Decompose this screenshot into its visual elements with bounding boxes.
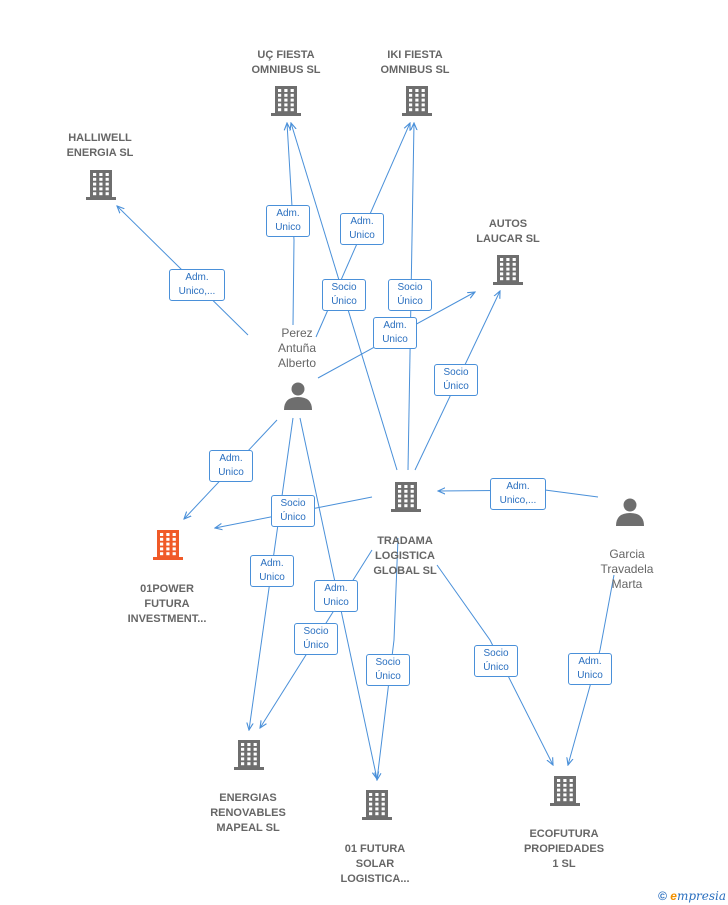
edge-label-perez-to-solar[interactable]: Adm. Unico — [314, 580, 358, 612]
edge-garcia-to-ecofutura — [568, 574, 615, 765]
building-icon-uc[interactable] — [271, 86, 301, 116]
node-label-tradama[interactable]: TRADAMA LOGISTICA GLOBAL SL — [373, 534, 437, 577]
person-icon-perez[interactable] — [284, 382, 312, 411]
node-label-autos[interactable]: AUTOS LAUCAR SL — [476, 218, 540, 245]
edge-label-perez-to-power[interactable]: Adm. Unico — [209, 450, 253, 482]
edge-label-tradama-to-autos[interactable]: Socio Único — [434, 364, 478, 396]
edge-label-garcia-to-tradama[interactable]: Adm. Unico,... — [490, 478, 546, 510]
node-label-perez[interactable]: Perez Antuña Alberto — [277, 325, 317, 370]
edge-label-tradama-to-iki[interactable]: Socio Único — [388, 279, 432, 311]
edge-label-tradama-to-ecofutura[interactable]: Socio Único — [474, 645, 518, 677]
node-label-garcia[interactable]: Garcia Travadela Marta — [600, 546, 654, 591]
edge-label-perez-to-halliwell[interactable]: Adm. Unico,... — [169, 269, 225, 301]
building-icon-solar[interactable] — [362, 790, 392, 820]
node-label-power[interactable]: 01POWER FUTURA INVESTMENT... — [127, 582, 207, 625]
brand-logo-e: e — [670, 889, 677, 903]
edge-label-tradama-to-power[interactable]: Socio Único — [271, 495, 315, 527]
node-label-energias[interactable]: ENERGIAS RENOVABLES MAPEAL SL — [210, 791, 286, 834]
building-icon-iki[interactable] — [402, 86, 432, 116]
building-icon-energias[interactable] — [234, 740, 264, 770]
edge-label-garcia-to-ecofutura[interactable]: Adm. Unico — [568, 653, 612, 685]
node-label-halliwell[interactable]: HALLIWELL ENERGIA SL — [66, 132, 134, 159]
building-icon-halliwell[interactable] — [86, 170, 116, 200]
edge-label-perez-to-iki[interactable]: Adm. Unico — [340, 213, 384, 245]
building-icon-ecofutura[interactable] — [550, 776, 580, 806]
edge-label-tradama-to-uc[interactable]: Socio Único — [322, 279, 366, 311]
edge-label-tradama-to-solar[interactable]: Socio Único — [366, 654, 410, 686]
node-label-uc[interactable]: UÇ FIESTA OMNIBUS SL — [251, 49, 321, 76]
brand-footer: © empresia — [658, 889, 726, 903]
edge-perez-to-uc — [287, 123, 295, 326]
node-label-iki[interactable]: IKI FIESTA OMNIBUS SL — [380, 49, 450, 76]
person-icon-garcia[interactable] — [616, 498, 644, 527]
edge-label-perez-to-uc[interactable]: Adm. Unico — [266, 205, 310, 237]
copyright-icon: © — [658, 889, 667, 903]
edge-label-perez-to-energias[interactable]: Adm. Unico — [250, 555, 294, 587]
building-icon-autos[interactable] — [493, 255, 523, 285]
edge-tradama-to-ecofutura — [436, 564, 553, 765]
edge-label-tradama-to-energias[interactable]: Socio Único — [294, 623, 338, 655]
brand-logo-text: mpresia — [676, 889, 726, 903]
edge-tradama-to-solar — [377, 537, 399, 780]
edge-label-perez-to-autos[interactable]: Adm. Unico — [373, 317, 417, 349]
building-icon-tradama[interactable] — [391, 482, 421, 512]
node-label-solar[interactable]: 01 FUTURA SOLAR LOGISTICA... — [340, 842, 410, 885]
node-label-ecofutura[interactable]: ECOFUTURA PROPIEDADES 1 SL — [523, 827, 605, 870]
building-icon-power[interactable] — [153, 530, 183, 560]
